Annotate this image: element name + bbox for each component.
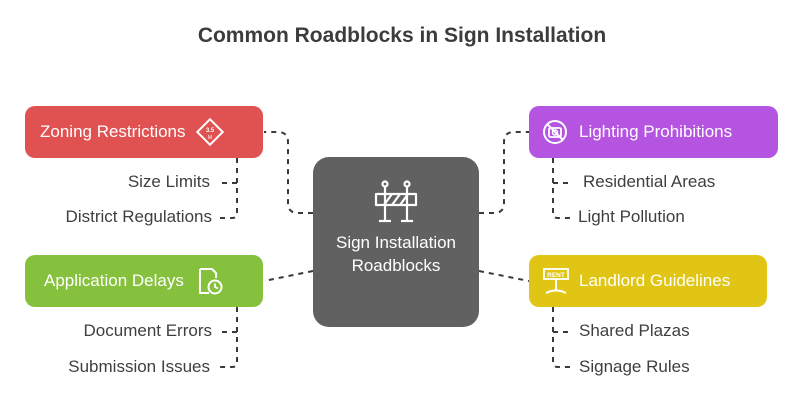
svg-text:RENT: RENT bbox=[547, 272, 565, 279]
category-landlord-guidelines: RENT Landlord Guidelines bbox=[529, 255, 767, 307]
svg-text:3.5: 3.5 bbox=[205, 128, 214, 134]
category-lighting-prohibitions: Lighting Prohibitions bbox=[529, 106, 778, 158]
roadblock-barrier-icon bbox=[374, 180, 418, 223]
sub-item-size-limits: Size Limits bbox=[127, 172, 210, 191]
category-label: Application Delays bbox=[44, 271, 184, 290]
sub-item-residential-areas: Residential Areas bbox=[583, 172, 716, 191]
category-label: Landlord Guidelines bbox=[579, 271, 731, 290]
diagram-title: Common Roadblocks in Sign Installation bbox=[197, 24, 607, 47]
sub-item-shared-plazas: Shared Plazas bbox=[579, 321, 690, 340]
center-node: Sign Installation Roadblocks bbox=[313, 157, 479, 327]
rent-sign-icon: RENT bbox=[541, 266, 571, 296]
sub-item-document-errors: Document Errors bbox=[83, 321, 212, 340]
center-label: Sign Installation Roadblocks bbox=[335, 233, 457, 275]
category-label: Lighting Prohibitions bbox=[579, 122, 733, 141]
svg-text:M: M bbox=[207, 135, 211, 141]
speed-limit-sign-icon: 3.5 M bbox=[195, 118, 224, 146]
category-zoning-restrictions: Zoning Restrictions 3.5 M bbox=[25, 106, 263, 158]
sub-item-light-pollution: Light Pollution bbox=[578, 207, 685, 226]
document-clock-icon bbox=[196, 266, 224, 296]
sub-item-submission-issues: Submission Issues bbox=[68, 357, 210, 376]
category-label: Zoning Restrictions bbox=[40, 122, 186, 141]
sub-item-district-regulations: District Regulations bbox=[65, 207, 212, 226]
sub-item-signage-rules: Signage Rules bbox=[579, 357, 690, 376]
no-camera-icon bbox=[541, 118, 569, 146]
category-application-delays: Application Delays bbox=[25, 255, 263, 307]
